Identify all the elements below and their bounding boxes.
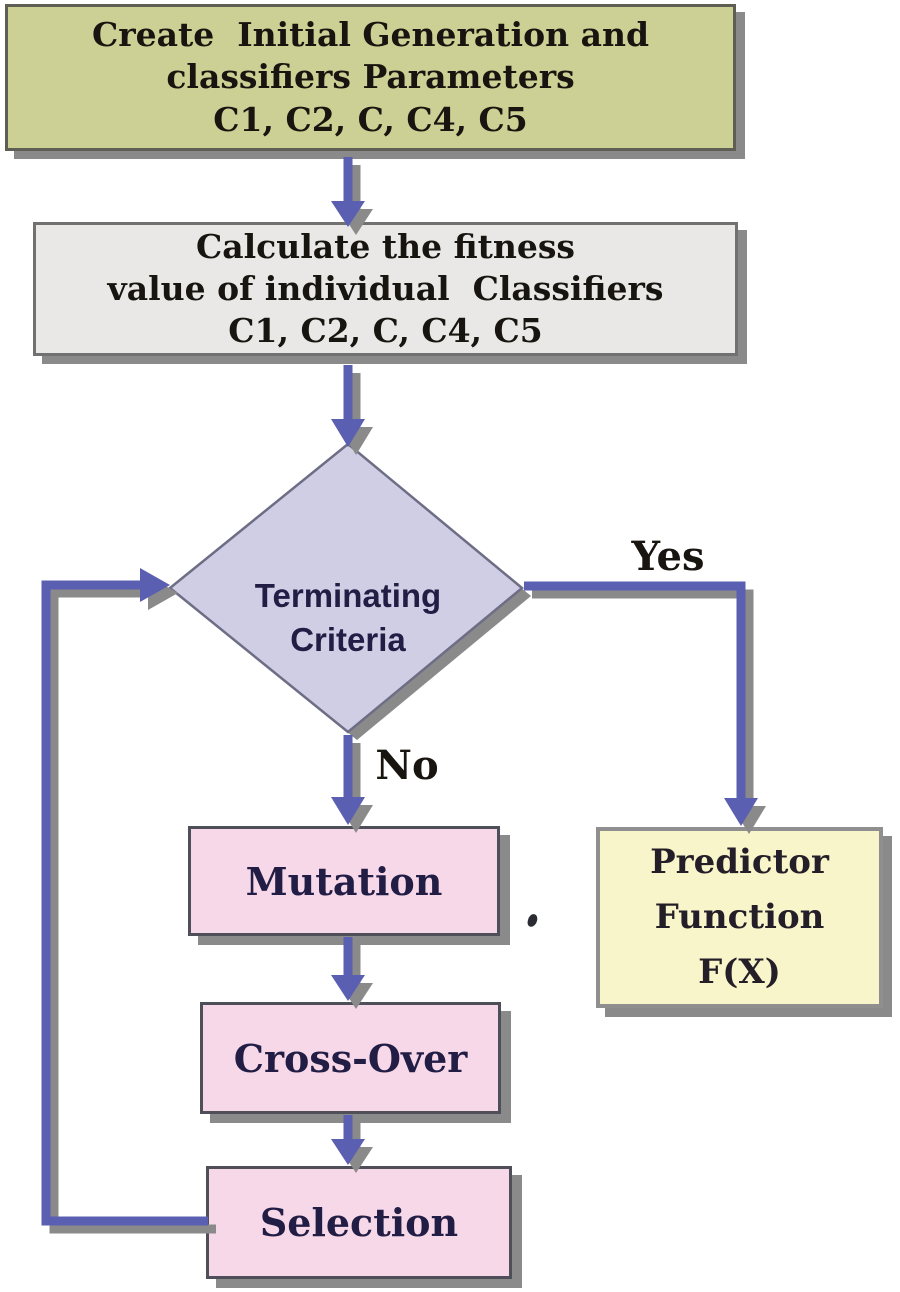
node-text-line: Mutation <box>245 858 443 904</box>
node-text-line: Create Initial Generation and <box>91 15 650 55</box>
arrowhead-right-icon <box>140 568 170 602</box>
node-text-line: C1, C2, C, C4, C5 <box>228 311 543 351</box>
edge-label-yes: Yes <box>631 533 705 580</box>
arrowhead-down-icon <box>331 975 365 1001</box>
edge-shadow <box>339 427 373 455</box>
node-text-line: F(X) <box>698 952 781 993</box>
node-text-line: Selection <box>259 1200 459 1245</box>
edge-selection-loop-to-decision <box>41 580 208 1226</box>
decision-text-line: Terminating <box>255 577 441 614</box>
edge-label-no: No <box>375 742 439 789</box>
node-text-line: value of individual Classifiers <box>107 268 664 308</box>
edge-decision-yes-to-predictor <box>524 581 746 800</box>
arrowhead-down-icon <box>331 1139 365 1165</box>
decision-diamond-shadow <box>179 452 531 740</box>
node-text-line: classifiers Parameters <box>166 57 575 97</box>
arrowhead-down-icon <box>331 797 365 825</box>
arrowhead-down-icon <box>724 798 758 826</box>
node-selection: Selection <box>206 1166 512 1279</box>
node-text-line: C1, C2, C, C4, C5 <box>213 99 528 139</box>
node-text-line: Calculate the fitness <box>195 226 576 266</box>
stray-ink-mark <box>526 913 539 928</box>
node-cross-over: Cross-Over <box>200 1002 501 1114</box>
node-text-line: Cross-Over <box>233 1035 468 1081</box>
decision-text-line: Criteria <box>290 621 406 658</box>
edge-shadow <box>148 576 178 610</box>
node-calculate-fitness: Calculate the fitness value of individua… <box>33 222 738 356</box>
edge-shadow <box>532 589 754 808</box>
decision-diamond <box>168 442 524 734</box>
node-predictor-function: Predictor Function F(X) <box>596 827 883 1008</box>
node-text-line: Predictor <box>650 841 829 882</box>
node-create-initial-generation: Create Initial Generation and classifier… <box>5 4 736 151</box>
arrowhead-down-icon <box>331 419 365 447</box>
node-mutation: Mutation <box>188 826 500 936</box>
node-text-line: Function <box>654 896 825 937</box>
